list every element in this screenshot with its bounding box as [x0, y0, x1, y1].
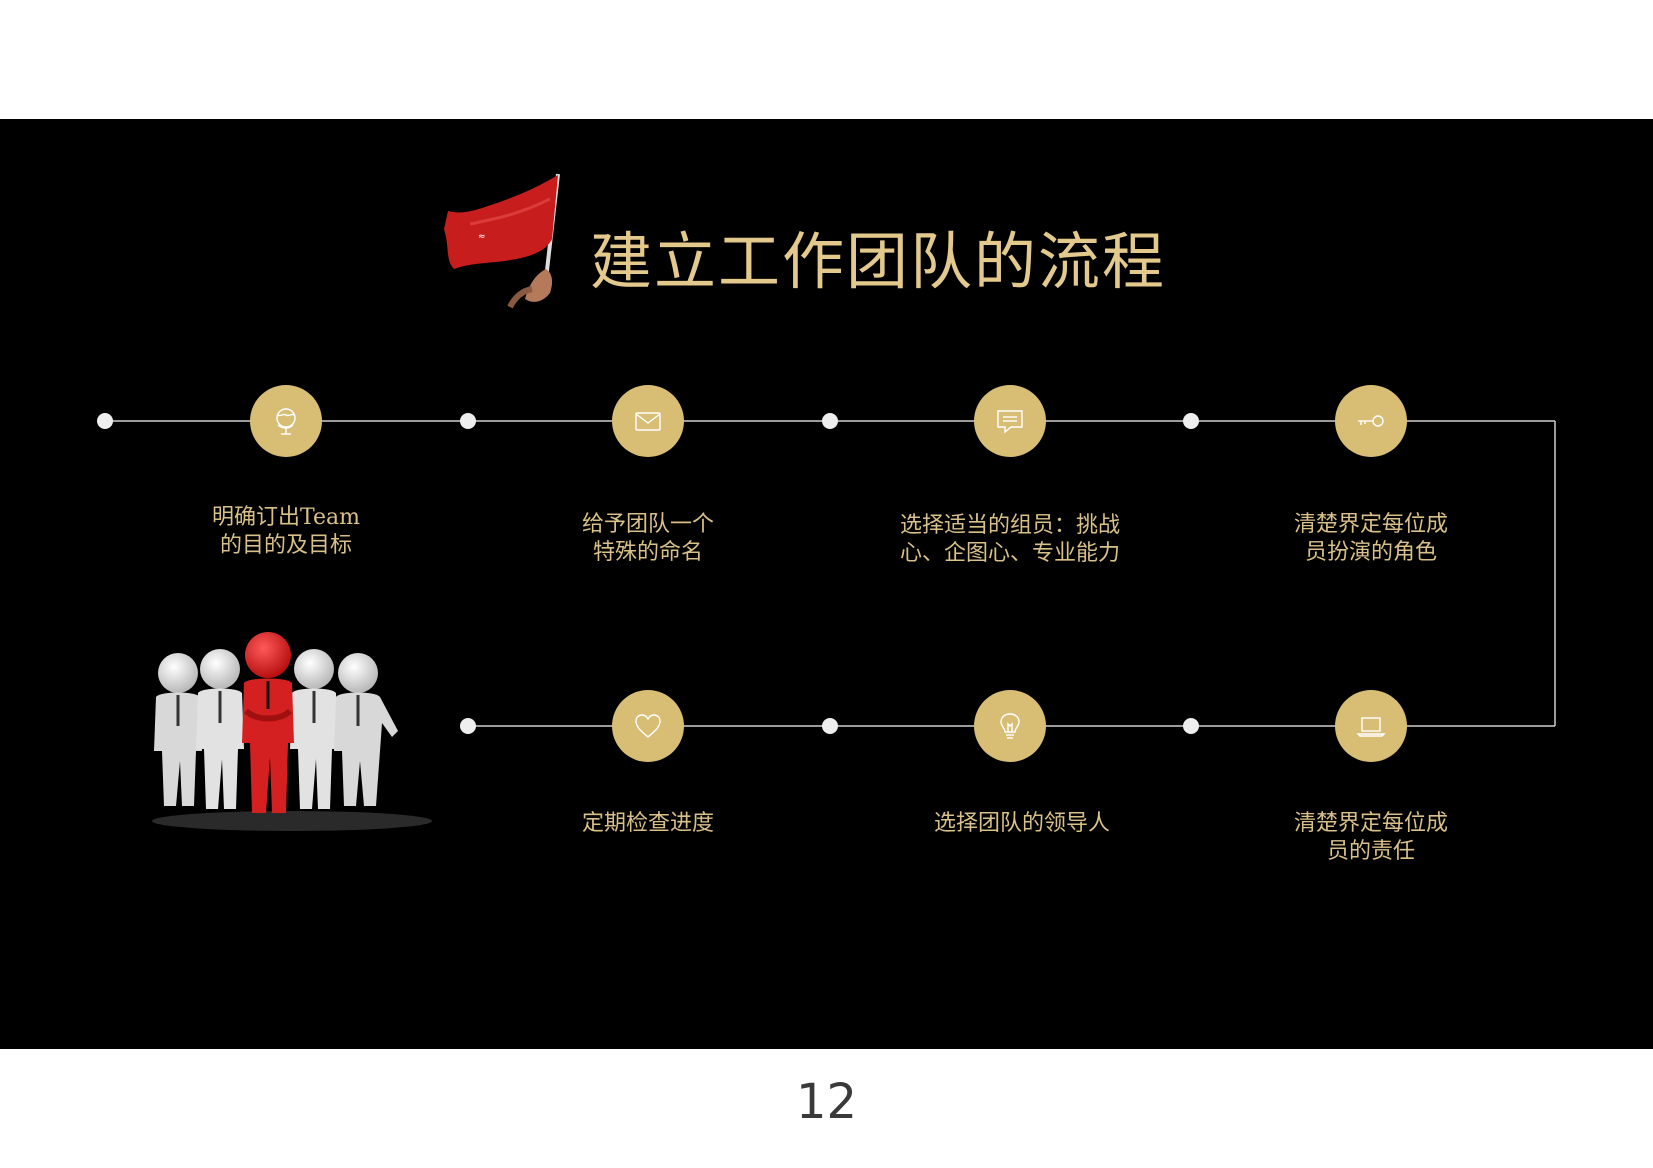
connector-dot [1183, 718, 1199, 734]
red-flag-icon: ≈ [444, 173, 560, 309]
svg-text:≈: ≈ [478, 232, 486, 242]
connector-dot [822, 413, 838, 429]
step-node-chat [974, 385, 1046, 457]
step-node-envelope [612, 385, 684, 457]
page-number: 12 [795, 1074, 858, 1130]
heart-icon [635, 714, 661, 738]
envelope-icon [635, 412, 661, 431]
lightbulb-icon [1000, 713, 1020, 739]
team-figures-illustration [152, 632, 432, 831]
connector-dot [1183, 413, 1199, 429]
connector-dot [460, 413, 476, 429]
globe-icon [276, 408, 296, 435]
step-node-key [1335, 385, 1407, 457]
slide-title: 建立工作团队的流程 [590, 225, 1167, 298]
slide: ≈ 建立工作团队的流程 明确订出Team 的目的及目标 [0, 119, 1653, 1049]
key-icon [1358, 415, 1384, 427]
step-node-globe [250, 385, 322, 457]
connector-dot [97, 413, 113, 429]
step-label-1: 明确订出Team 的目的及目标 [212, 505, 360, 558]
step-label-2: 给予团队一个 特殊的命名 [581, 512, 714, 565]
laptop-icon [1356, 717, 1386, 737]
connector-dot [822, 718, 838, 734]
step-label-5: 清楚界定每位成 员的责任 [1293, 811, 1448, 864]
flow-lines [97, 413, 1556, 734]
step-node-heart [612, 690, 684, 762]
step-node-lightbulb [974, 690, 1046, 762]
step-label-6: 选择团队的领导人 [933, 811, 1110, 836]
step-label-4: 清楚界定每位成 员扮演的角色 [1293, 512, 1448, 565]
connector-dot [460, 718, 476, 734]
step-label-7: 定期检查进度 [581, 811, 714, 836]
step-node-laptop [1335, 690, 1407, 762]
step-label-3: 选择适当的组员：挑战 心、企图心、专业能力 [899, 513, 1120, 566]
chat-icon [997, 410, 1023, 434]
